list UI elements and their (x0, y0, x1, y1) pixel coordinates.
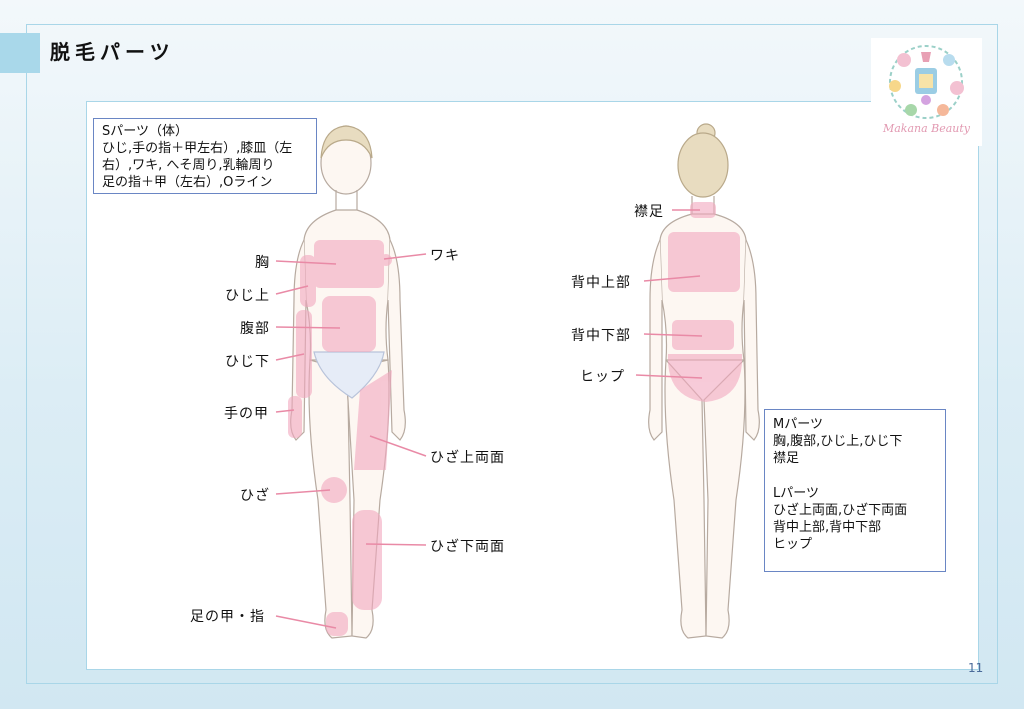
l-parts-line: 背中上部,背中下部 (773, 520, 882, 535)
content-panel (86, 101, 979, 670)
page-number: 11 (968, 661, 984, 675)
s-parts-title: Sパーツ（体） (102, 124, 188, 139)
s-parts-box: Sパーツ（体） ひじ,手の指＋甲左右）,膝皿（左 右）,ワキ, へそ周り,乳輪周… (93, 118, 317, 194)
l-parts-title: Lパーツ (773, 486, 819, 501)
s-parts-line: 右）,ワキ, へそ周り,乳輪周り (102, 158, 275, 173)
label-waki: ワキ (430, 248, 460, 264)
leader-lines (275, 209, 703, 629)
s-parts-line: 足の指＋甲（左右）,Oライン (102, 175, 273, 190)
s-parts-line: ひじ,手の指＋甲左右）,膝皿（左 (102, 141, 293, 156)
front-highlights (288, 240, 392, 636)
label-senaka-shita: 背中下部 (571, 328, 631, 344)
m-l-parts-box: Mパーツ 胸,腹部,ひじ上,ひじ下 襟足 Lパーツ ひざ上両面,ひざ下両面 背中… (764, 409, 946, 572)
title-accent-bar (0, 33, 40, 73)
back-highlights (667, 202, 743, 402)
page-title: 脱毛パーツ (50, 40, 175, 64)
wreath-logo-icon (889, 45, 964, 119)
m-parts-line: 襟足 (773, 451, 800, 466)
l-parts-line: ひざ上両面,ひざ下両面 (773, 503, 908, 518)
label-ashi: 足の甲・指 (190, 609, 265, 625)
m-parts-title: Mパーツ (773, 417, 823, 432)
label-hiji-shita: ひじ下 (225, 354, 270, 370)
label-hiji-ue: ひじ上 (225, 288, 270, 304)
logo-text: Makana Beauty (882, 122, 971, 135)
label-mune: 胸 (255, 255, 270, 271)
label-hiza-ue: ひざ上両面 (430, 450, 505, 466)
label-eriashi: 襟足 (634, 204, 664, 220)
label-senaka-ue: 背中上部 (571, 275, 631, 291)
m-parts-line: 胸,腹部,ひじ上,ひじ下 (773, 434, 903, 449)
label-hip: ヒップ (580, 369, 625, 385)
slide-frame (26, 24, 998, 684)
logo: Makana Beauty (871, 38, 982, 146)
label-hiza: ひざ (240, 488, 270, 504)
spacer (773, 467, 937, 485)
label-hiza-shita: ひざ下両面 (430, 539, 505, 555)
l-parts-line: ヒップ (773, 537, 813, 552)
label-te-no-kou: 手の甲 (224, 406, 269, 422)
label-fukubu: 腹部 (240, 321, 270, 337)
